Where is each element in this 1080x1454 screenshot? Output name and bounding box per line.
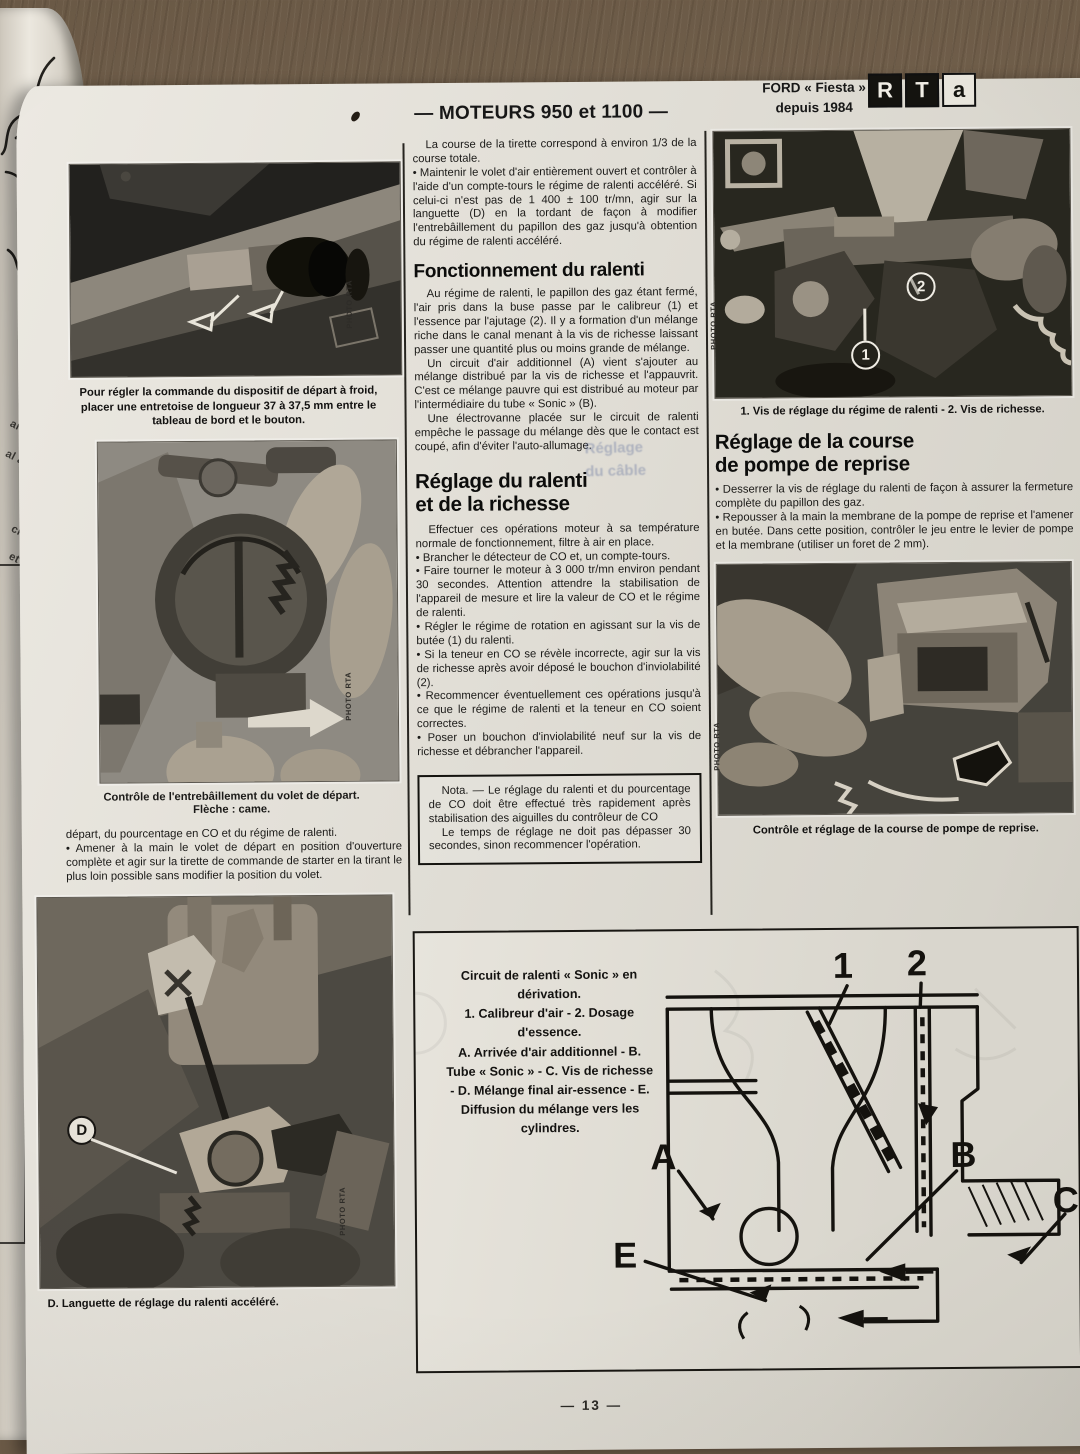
- section-heading-fonctionnement: Fonctionnement du ralenti: [413, 259, 645, 283]
- heading-line: Réglage du ralenti: [415, 468, 588, 494]
- photo2-caption-line: Flèche : came.: [193, 803, 271, 817]
- photo1-caption: Pour régler la commande du dispositif de…: [79, 384, 378, 428]
- photo2-caption: Contrôle de l'entrebâillement du volet d…: [66, 789, 398, 819]
- photo-credit: PHOTO RTA: [344, 279, 355, 329]
- heading-line: de pompe de reprise: [714, 451, 910, 477]
- section-heading-pompe: Réglage de la course de pompe de reprise: [715, 429, 1073, 478]
- paragraph: Au régime de ralenti, le papillon des ga…: [413, 286, 699, 356]
- carburetor-cross-section-diagram: 1 2 A B C E: [414, 942, 1079, 1340]
- photo-choke-plate-check: PHOTO RTA: [96, 439, 400, 784]
- paragraph: Effectuer ces opérations moteur à sa tem…: [415, 521, 700, 550]
- rta-logo-letter: T: [904, 73, 940, 108]
- paragraph: • Amener à la main le volet de départ en…: [65, 840, 403, 883]
- diagram-label-A: A: [650, 1136, 676, 1177]
- idle-screws-photo-illustration: [713, 129, 1072, 398]
- photo-credit: PHOTO RTA: [708, 300, 719, 350]
- photo-credit: PHOTO RTA: [337, 1186, 348, 1236]
- heading-line: Réglage de la course: [714, 428, 914, 454]
- pump-photo-illustration: [716, 561, 1073, 815]
- diagram-label-B: B: [950, 1134, 976, 1175]
- photo4-label-1: 1: [851, 340, 881, 370]
- paragraph: • Faire tourner le moteur à 3 000 tr/mn …: [415, 563, 701, 620]
- photo4-label-2: 2: [906, 272, 936, 302]
- nota-box: Nota. — Le réglage du ralenti et du pour…: [417, 772, 703, 866]
- paragraph: • Poser un bouchon d'inviolabilité neuf …: [417, 730, 702, 759]
- column-divider: [704, 130, 713, 915]
- diagram-label-1: 1: [833, 945, 853, 986]
- paragraph: Une électrovanne placée sur le circuit d…: [414, 411, 699, 454]
- choke-knob-photo-illustration: [69, 162, 402, 377]
- photo5-caption: Contrôle et réglage de la course de pomp…: [752, 822, 1039, 837]
- photo-credit: PHOTO RTA: [343, 671, 354, 721]
- paragraph: • Desserrer la vis de réglage du ralenti…: [715, 481, 1074, 511]
- model-year: depuis 1984: [775, 99, 853, 116]
- photo-pump-stroke-check: PHOTO RTA: [712, 560, 1074, 816]
- paragraph: La course de la tirette correspond à env…: [412, 136, 697, 166]
- page-section-title: — MOTEURS 950 et 1100 —: [414, 101, 669, 125]
- photo4-caption: 1. Vis de réglage du régime de ralenti -…: [740, 403, 1045, 418]
- fast-idle-photo-illustration: [37, 895, 395, 1288]
- photo-credit: PHOTO RTA: [712, 721, 722, 771]
- paragraph: • Régler le régime de rotation en agissa…: [416, 618, 701, 648]
- right-column: 1 2 PHOTO RTA 1. Vis de réglage du régim…: [708, 128, 1076, 838]
- ghost-line: Réglage: [584, 438, 644, 458]
- rta-logo-letter: a: [941, 72, 977, 108]
- diagram-label-C: C: [1053, 1179, 1079, 1220]
- heading-line: et de la richesse: [415, 491, 570, 516]
- rta-logo: R T a: [867, 72, 977, 108]
- rta-logo-letter: R: [867, 73, 903, 108]
- photo3-caption: D. Languette de réglage du ralenti accél…: [47, 1296, 279, 1310]
- choke-plate-photo-illustration: [97, 440, 399, 783]
- model-name: FORD « Fiesta »: [762, 79, 866, 96]
- diagram-label-2: 2: [907, 942, 927, 983]
- page-number: — 13 —: [560, 1397, 623, 1414]
- nota-paragraph: Le temps de réglage ne doit pas dépasser…: [428, 824, 691, 853]
- diagram-label-E: E: [613, 1234, 637, 1275]
- section-heading-reglage-ralenti: Réglage du ralenti et de la richesse: [415, 469, 699, 517]
- paragraph: • Repousser à la main la membrane de la …: [715, 509, 1074, 552]
- paragraph: • Si la teneur en CO se révèle incorrect…: [416, 646, 701, 689]
- show-through-ghost-text: Réglage du câble: [584, 437, 646, 484]
- sonic-circuit-figure: Circuit de ralenti « Sonic » en dérivati…: [412, 925, 1080, 1374]
- left-column: PHOTO RTA Pour régler la commande du dis…: [36, 161, 414, 1311]
- manual-page: — MOTEURS 950 et 1100 — FORD « Fiesta » …: [16, 72, 1080, 1454]
- photo-idle-screws: 1 2 PHOTO RTA: [708, 128, 1073, 399]
- nota-paragraph: Nota. — Le réglage du ralenti et du pour…: [428, 782, 691, 825]
- paragraph: • Maintenir le volet d'air entièrement o…: [412, 164, 698, 249]
- paragraph: • Recommencer éventuellement ces opérati…: [416, 688, 701, 731]
- ghost-line: du câble: [585, 461, 647, 480]
- photo-fast-idle-tab: D PHOTO RTA: [36, 894, 396, 1289]
- left-column-text: départ, du pourcentage en CO et du régim…: [66, 827, 402, 885]
- photo-choke-knob-spacer: PHOTO RTA: [68, 161, 403, 378]
- middle-column: La course de la tirette correspond à env…: [412, 136, 703, 866]
- paragraph: Un circuit d'air additionnel (A) vient s…: [414, 355, 699, 412]
